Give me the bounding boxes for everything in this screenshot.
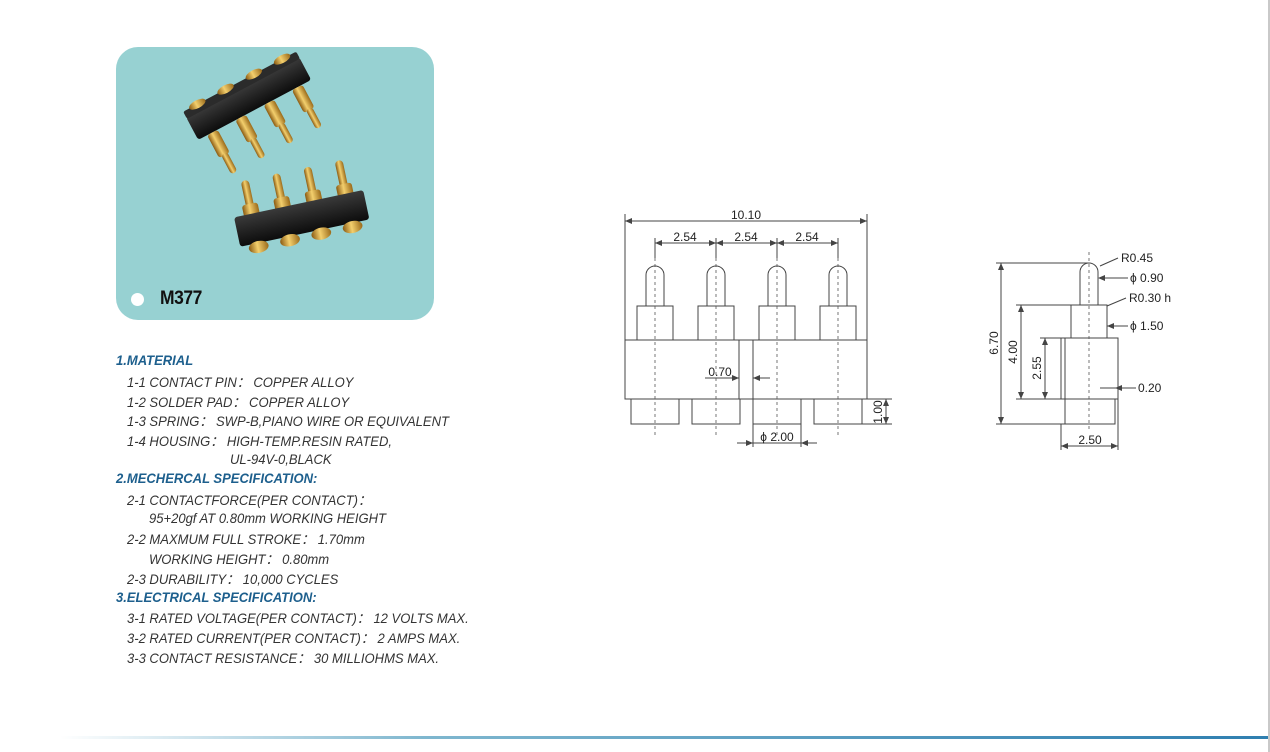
- dim-tip-diameter: ϕ 0.90: [1130, 271, 1164, 285]
- dim-pad-height: 1.00: [871, 400, 885, 424]
- product-photo-card: [116, 47, 434, 320]
- dim-pitch: 2.54: [673, 230, 697, 244]
- spec-line: 95+20gf AT 0.80mm WORKING HEIGHT: [149, 510, 386, 526]
- spec-line: UL-94V-0,BLACK: [230, 451, 332, 467]
- spec-line: 3-1 RATED VOLTAGE(PER CONTACT)： 12 VOLTS…: [127, 610, 469, 626]
- model-bullet-icon: [131, 293, 144, 306]
- dim-pad-diameter: ϕ 2.00: [760, 430, 794, 444]
- dim-wall: 0.20: [1138, 381, 1162, 395]
- dim-total-height: 6.70: [987, 331, 1001, 355]
- dim-base-width: 2.50: [1078, 433, 1102, 447]
- dim-gap: 0.70: [708, 365, 732, 379]
- dim-overall-width: 10.10: [731, 208, 761, 222]
- spec-line: 1-1 CONTACT PIN： COPPER ALLOY: [127, 374, 354, 390]
- spec-line: 2-1 CONTACTFORCE(PER CONTACT)：: [127, 492, 372, 508]
- dim-housing-height: 4.00: [1006, 340, 1020, 364]
- spec-line: 2-2 MAXMUM FULL STROKE： 1.70mm: [127, 531, 365, 547]
- page-edge-line: [1268, 0, 1270, 752]
- spec-line: 1-2 SOLDER PAD： COPPER ALLOY: [127, 394, 350, 410]
- section-title-material: 1.MATERIAL: [116, 352, 194, 368]
- section-title-electrical: 3.ELECTRICAL SPECIFICATION:: [116, 589, 317, 605]
- footer-divider: [60, 736, 1268, 739]
- spec-line: WORKING HEIGHT： 0.80mm: [149, 551, 330, 567]
- spec-line: 1-4 HOUSING： HIGH-TEMP.RESIN RATED,: [127, 433, 393, 449]
- dim-pitch: 2.54: [795, 230, 819, 244]
- product-photo-illustration: [183, 52, 369, 254]
- model-name: M377: [160, 288, 202, 309]
- spec-line: 1-3 SPRING： SWP-B,PIANO WIRE OR EQUIVALE…: [127, 413, 449, 429]
- spec-line: 3-3 CONTACT RESISTANCE： 30 MILLIOHMS MAX…: [127, 650, 440, 666]
- spec-line: 3-2 RATED CURRENT(PER CONTACT)： 2 AMPS M…: [127, 630, 461, 646]
- dim-tip-radius: R0.45: [1121, 251, 1153, 265]
- dim-shoulder-radius: R0.30 h: [1129, 291, 1171, 305]
- dim-pitch: 2.54: [734, 230, 758, 244]
- spec-line: 2-3 DURABILITY： 10,000 CYCLES: [127, 571, 339, 587]
- section-title-mechanical: 2.MECHERCAL SPECIFICATION:: [116, 470, 318, 486]
- dim-barrel-diameter: ϕ 1.50: [1130, 319, 1164, 333]
- dim-body-height: 2.55: [1030, 356, 1044, 380]
